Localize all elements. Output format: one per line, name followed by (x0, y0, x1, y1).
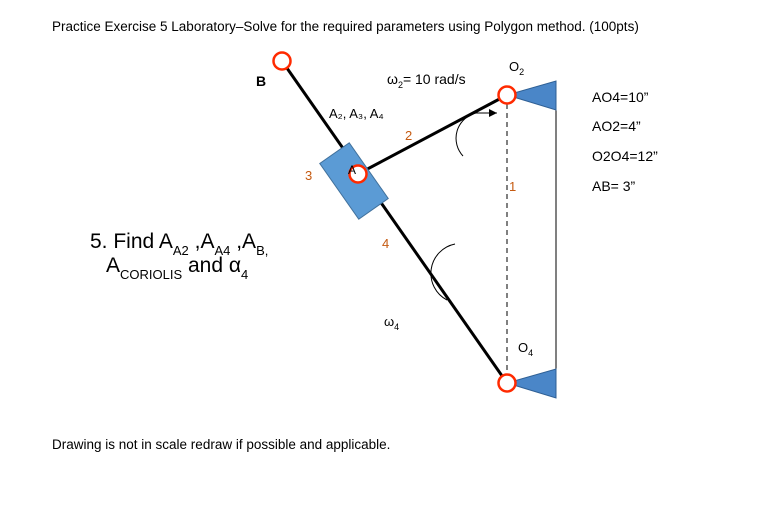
label-o2: O2 (509, 59, 524, 77)
link-4-label: 4 (382, 236, 389, 251)
given-ab: AB= 3” (592, 178, 636, 194)
link-2 (357, 93, 508, 176)
omega2-arc (455, 112, 477, 157)
page-title: Practice Exercise 5 Laboratory–Solve for… (52, 19, 639, 34)
pin-b (272, 51, 292, 71)
task-line-1: 5. Find AA2 ,AA4 ,AB, (90, 230, 268, 258)
label-o4: O4 (518, 340, 533, 358)
label-a: A (348, 163, 356, 177)
footer-note: Drawing is not in scale redraw if possib… (52, 437, 390, 452)
link-1-label: 1 (509, 179, 516, 194)
omega4-label: ω4 (384, 314, 399, 332)
label-b: B (256, 73, 266, 89)
given-ao2: AO2=4” (592, 118, 641, 134)
ground-o2-triangle (505, 80, 557, 111)
given-ao4: AO4=10” (592, 89, 649, 105)
ground-o4-triangle (505, 368, 557, 399)
omega2-label: ω2= 10 rad/s (387, 71, 466, 90)
pin-o2 (497, 85, 517, 105)
task-line-2: ACORIOLIS and α4 (106, 254, 248, 282)
link-2-label: 2 (405, 128, 412, 143)
coincident-points-label: A₂, A₃, A₄ (329, 106, 384, 121)
given-o2o4: O2O4=12” (592, 148, 658, 164)
omega2-arrowhead (489, 109, 497, 117)
pin-a (348, 164, 368, 184)
link-3-label: 3 (305, 168, 312, 183)
link-4 (280, 60, 509, 384)
omega4-arc (430, 243, 456, 301)
pin-o4 (497, 373, 517, 393)
